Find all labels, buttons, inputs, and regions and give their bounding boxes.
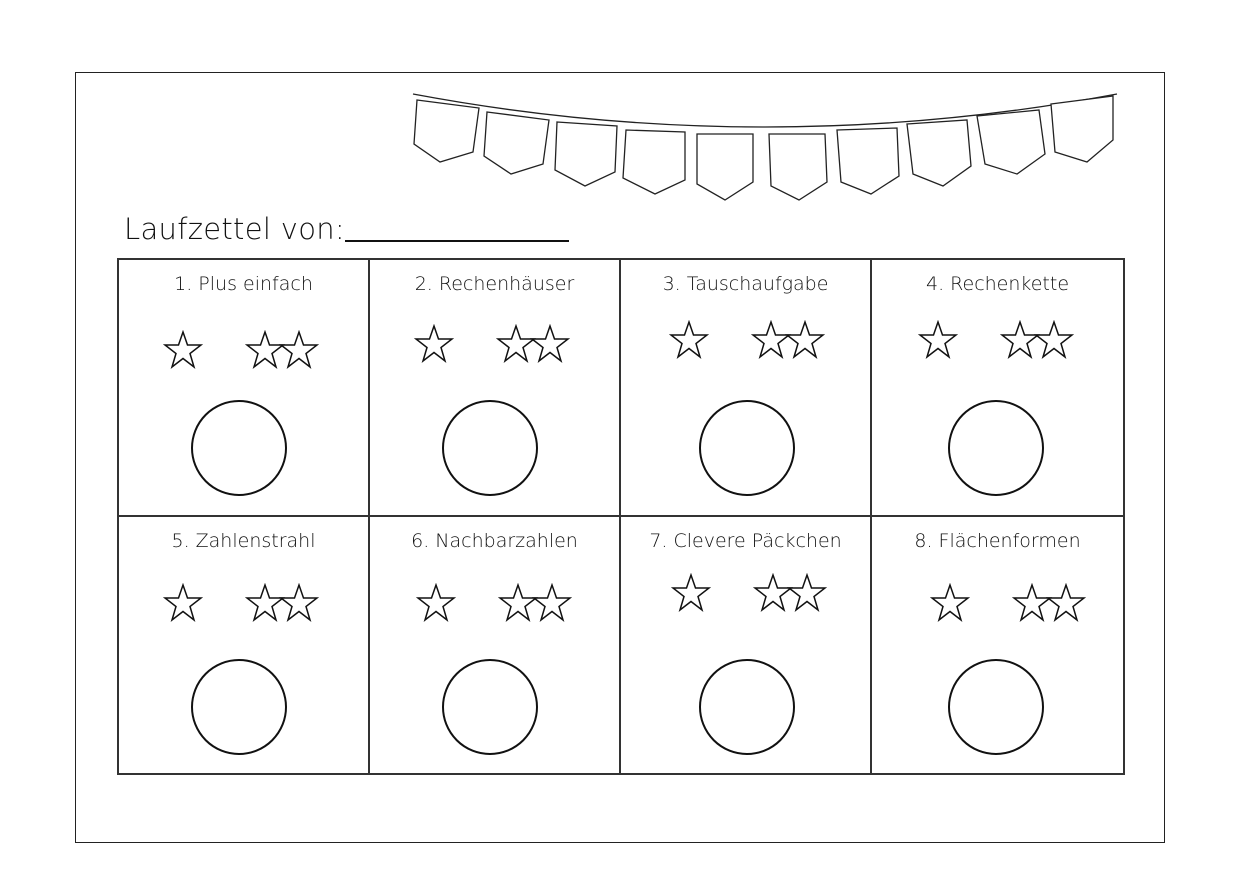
name-input-line[interactable] bbox=[345, 240, 569, 242]
circle-check-icon[interactable] bbox=[191, 658, 287, 755]
station-card: 3. Tauschaufgabe bbox=[621, 260, 872, 517]
station-title: 3. Tauschaufgabe bbox=[662, 273, 829, 295]
station-title: 2. Rechenhäuser bbox=[414, 273, 575, 295]
station-title: 5. Zahlenstrahl bbox=[171, 529, 316, 552]
station-card: 4. Rechenkette bbox=[872, 260, 1123, 517]
station-title: 7. Clevere Päckchen bbox=[649, 529, 842, 552]
star-icon[interactable] bbox=[669, 320, 709, 360]
two-stars-icon[interactable] bbox=[245, 330, 319, 370]
two-stars-icon[interactable] bbox=[245, 582, 319, 623]
circle-check-icon[interactable] bbox=[442, 658, 538, 755]
station-title: 1. Plus einfach bbox=[174, 273, 313, 295]
circle-check-icon[interactable] bbox=[948, 658, 1044, 755]
star-icon[interactable] bbox=[671, 572, 711, 613]
star-icon[interactable] bbox=[930, 582, 970, 623]
circle-check-icon[interactable] bbox=[699, 400, 795, 496]
station-card: 7. Clevere Päckchen bbox=[621, 516, 872, 773]
station-grid: 1. Plus einfach 2. Rechenhäuser 3. Tausc… bbox=[117, 258, 1125, 775]
two-stars-icon[interactable] bbox=[1000, 320, 1074, 360]
station-title: 8. Flächenformen bbox=[914, 529, 1081, 552]
circle-check-icon[interactable] bbox=[191, 400, 287, 496]
station-card: 8. Flächenformen bbox=[872, 517, 1123, 774]
station-card: 1. Plus einfach bbox=[119, 260, 370, 517]
two-stars-icon[interactable] bbox=[498, 582, 572, 623]
star-icon[interactable] bbox=[163, 330, 203, 370]
station-card: 6. Nachbarzahlen bbox=[370, 516, 621, 773]
station-card: 5. Zahlenstrahl bbox=[119, 516, 370, 773]
page-title: Laufzettel von: bbox=[124, 212, 345, 246]
star-icon[interactable] bbox=[163, 582, 203, 623]
circle-check-icon[interactable] bbox=[948, 400, 1044, 496]
two-stars-icon[interactable] bbox=[751, 320, 825, 360]
two-stars-icon[interactable] bbox=[1012, 582, 1086, 623]
station-title: 4. Rechenkette bbox=[925, 273, 1070, 295]
star-icon[interactable] bbox=[414, 324, 454, 364]
worksheet-frame bbox=[75, 72, 1165, 843]
star-icon[interactable] bbox=[918, 320, 958, 360]
bunting-garland-icon bbox=[412, 93, 1118, 201]
star-icon[interactable] bbox=[416, 582, 456, 623]
station-title: 6. Nachbarzahlen bbox=[411, 529, 578, 552]
station-card: 2. Rechenhäuser bbox=[370, 260, 621, 517]
two-stars-icon[interactable] bbox=[496, 324, 570, 364]
circle-check-icon[interactable] bbox=[442, 400, 538, 496]
two-stars-icon[interactable] bbox=[753, 572, 827, 613]
circle-check-icon[interactable] bbox=[699, 658, 795, 755]
